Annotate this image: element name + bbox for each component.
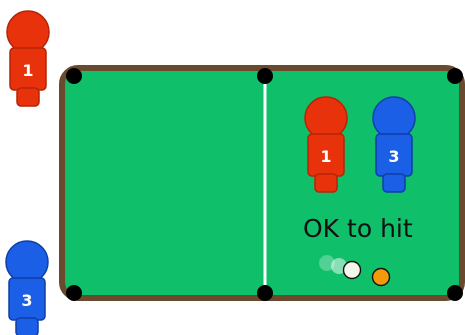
player-figure-blue-left: 3: [6, 241, 48, 335]
figure-head: [305, 97, 347, 139]
figure-base: [17, 88, 39, 106]
figure-base: [315, 174, 337, 192]
pocket-icon: [66, 285, 82, 301]
pocket-icon: [447, 285, 463, 301]
figure-head: [7, 11, 49, 53]
figure-head: [373, 97, 415, 139]
player-figure-red-left: 1: [7, 11, 49, 106]
figure-base: [16, 318, 38, 335]
cue-ball-icon: [344, 262, 361, 279]
pocket-icon: [257, 285, 273, 301]
pocket-icon: [66, 68, 82, 84]
orange-ball-icon: [373, 269, 390, 286]
figure-base: [383, 174, 405, 192]
pocket-icon: [257, 68, 273, 84]
figure-head: [6, 241, 48, 283]
figure-number: 1: [320, 147, 331, 166]
caption: OK to hit: [303, 214, 413, 243]
figure-number: 3: [21, 291, 32, 310]
pocket-icon: [447, 68, 463, 84]
figure-number: 3: [388, 147, 399, 166]
figure-number: 1: [22, 61, 33, 80]
